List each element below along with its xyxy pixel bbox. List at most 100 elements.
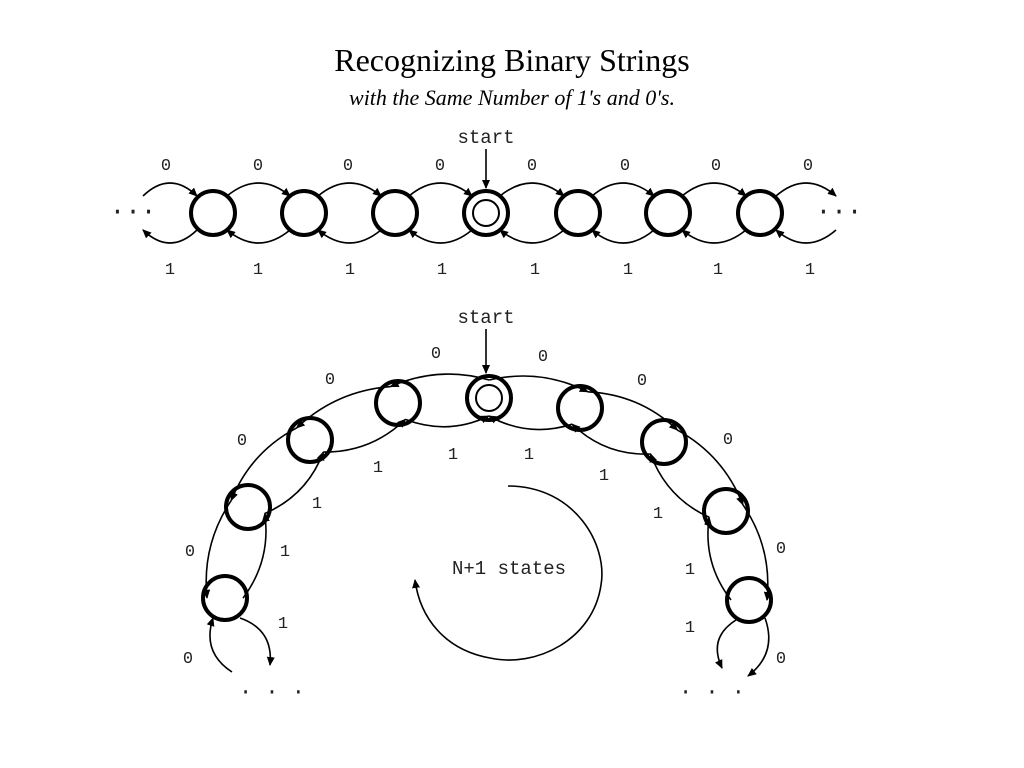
state-node xyxy=(189,189,237,237)
zero-label: 0 xyxy=(431,345,441,364)
page-subtitle: with the Same Number of 1's and 0's. xyxy=(349,85,675,110)
transition-1-arc xyxy=(681,229,747,244)
one-label: 1 xyxy=(653,505,663,524)
state-node xyxy=(201,574,249,622)
state-node xyxy=(371,189,419,237)
transition-1-arc xyxy=(405,415,490,428)
page-title: Recognizing Binary Strings xyxy=(334,42,690,78)
transition-1-arc xyxy=(499,229,565,244)
transition-0-arc xyxy=(230,427,298,502)
one-label: 1 xyxy=(713,261,723,280)
transition-1-arc xyxy=(649,453,710,519)
state-node xyxy=(725,576,773,624)
transition-0-arc xyxy=(202,500,232,599)
state-circle xyxy=(462,189,510,237)
state-circle xyxy=(725,576,773,624)
state-circle xyxy=(702,487,750,535)
one-label: 1 xyxy=(312,495,322,514)
transition-0-arc xyxy=(591,182,655,197)
zero-label: 0 xyxy=(237,432,247,451)
one-label: 1 xyxy=(623,261,633,280)
transition-0-arc xyxy=(775,182,837,197)
state-node xyxy=(465,374,513,422)
one-label: 1 xyxy=(278,615,288,634)
zero-label: 0 xyxy=(538,348,548,367)
transition-0-arc xyxy=(742,504,772,601)
start-label: start xyxy=(457,307,514,329)
transition-1-arc xyxy=(142,229,198,244)
transition-0-arc xyxy=(681,182,747,197)
transition-0-arc xyxy=(142,182,198,197)
zero-label: 0 xyxy=(185,543,195,562)
state-circle xyxy=(644,189,692,237)
transition-1-arc xyxy=(591,229,655,244)
one-label: 1 xyxy=(373,459,383,478)
transition-1-arc xyxy=(239,617,275,666)
start-label: start xyxy=(457,127,514,149)
state-circle xyxy=(224,483,272,531)
transition-1-arc xyxy=(226,229,291,244)
transition-1-arc xyxy=(317,229,382,244)
zero-label: 0 xyxy=(343,157,353,176)
ellipsis-left: · · · xyxy=(239,680,305,705)
zero-label: 0 xyxy=(435,157,445,176)
transition-1-arc xyxy=(704,516,732,601)
transition-1-arc xyxy=(487,415,573,431)
one-label: 1 xyxy=(599,467,609,486)
one-label: 1 xyxy=(280,543,290,562)
accept-inner-circle xyxy=(475,384,503,412)
zero-label: 0 xyxy=(183,650,193,669)
transition-1-arc xyxy=(264,451,325,515)
transition-0-arc xyxy=(488,375,589,393)
state-node xyxy=(736,189,784,237)
state-circle xyxy=(371,189,419,237)
one-label: 1 xyxy=(530,261,540,280)
state-node xyxy=(702,487,750,535)
one-label: 1 xyxy=(345,261,355,280)
ellipsis-left: ··· xyxy=(110,197,157,227)
transition-1-arc xyxy=(323,418,407,453)
transition-0-arc xyxy=(389,373,490,388)
cycle-arrow xyxy=(412,485,603,661)
transition-0-arc xyxy=(295,385,391,429)
state-node xyxy=(286,416,334,464)
zero-label: 0 xyxy=(527,157,537,176)
transition-1-arc xyxy=(408,229,473,244)
ellipsis-right: · · · xyxy=(679,680,745,705)
transition-1-arc xyxy=(571,423,651,455)
one-label: 1 xyxy=(685,561,695,580)
state-circle xyxy=(189,189,237,237)
state-circle xyxy=(640,418,688,466)
transition-0-arc xyxy=(317,182,382,197)
one-label: 1 xyxy=(165,261,175,280)
one-label: 1 xyxy=(805,261,815,280)
state-circle xyxy=(465,374,513,422)
zero-label: 0 xyxy=(723,431,733,450)
state-node xyxy=(224,483,272,531)
zero-label: 0 xyxy=(776,540,786,559)
transition-0-arc xyxy=(677,429,744,506)
transition-1-arc xyxy=(714,619,737,669)
transition-0-arc xyxy=(587,391,679,431)
state-node xyxy=(462,189,510,237)
state-node xyxy=(280,189,328,237)
one-label: 1 xyxy=(448,446,458,465)
accept-inner-circle xyxy=(472,199,500,227)
state-circle xyxy=(554,189,602,237)
transition-0-arc xyxy=(206,617,233,673)
zero-label: 0 xyxy=(325,371,335,390)
one-label: 1 xyxy=(437,261,447,280)
one-label: 1 xyxy=(253,261,263,280)
state-circle xyxy=(201,574,249,622)
state-node xyxy=(644,189,692,237)
transition-1-arc xyxy=(775,229,837,244)
zero-label: 0 xyxy=(803,157,813,176)
zero-label: 0 xyxy=(776,650,786,669)
transition-1-arc xyxy=(242,512,270,599)
center-label: N+1 states xyxy=(452,558,566,580)
transition-0-arc xyxy=(408,182,473,197)
zero-label: 0 xyxy=(620,157,630,176)
